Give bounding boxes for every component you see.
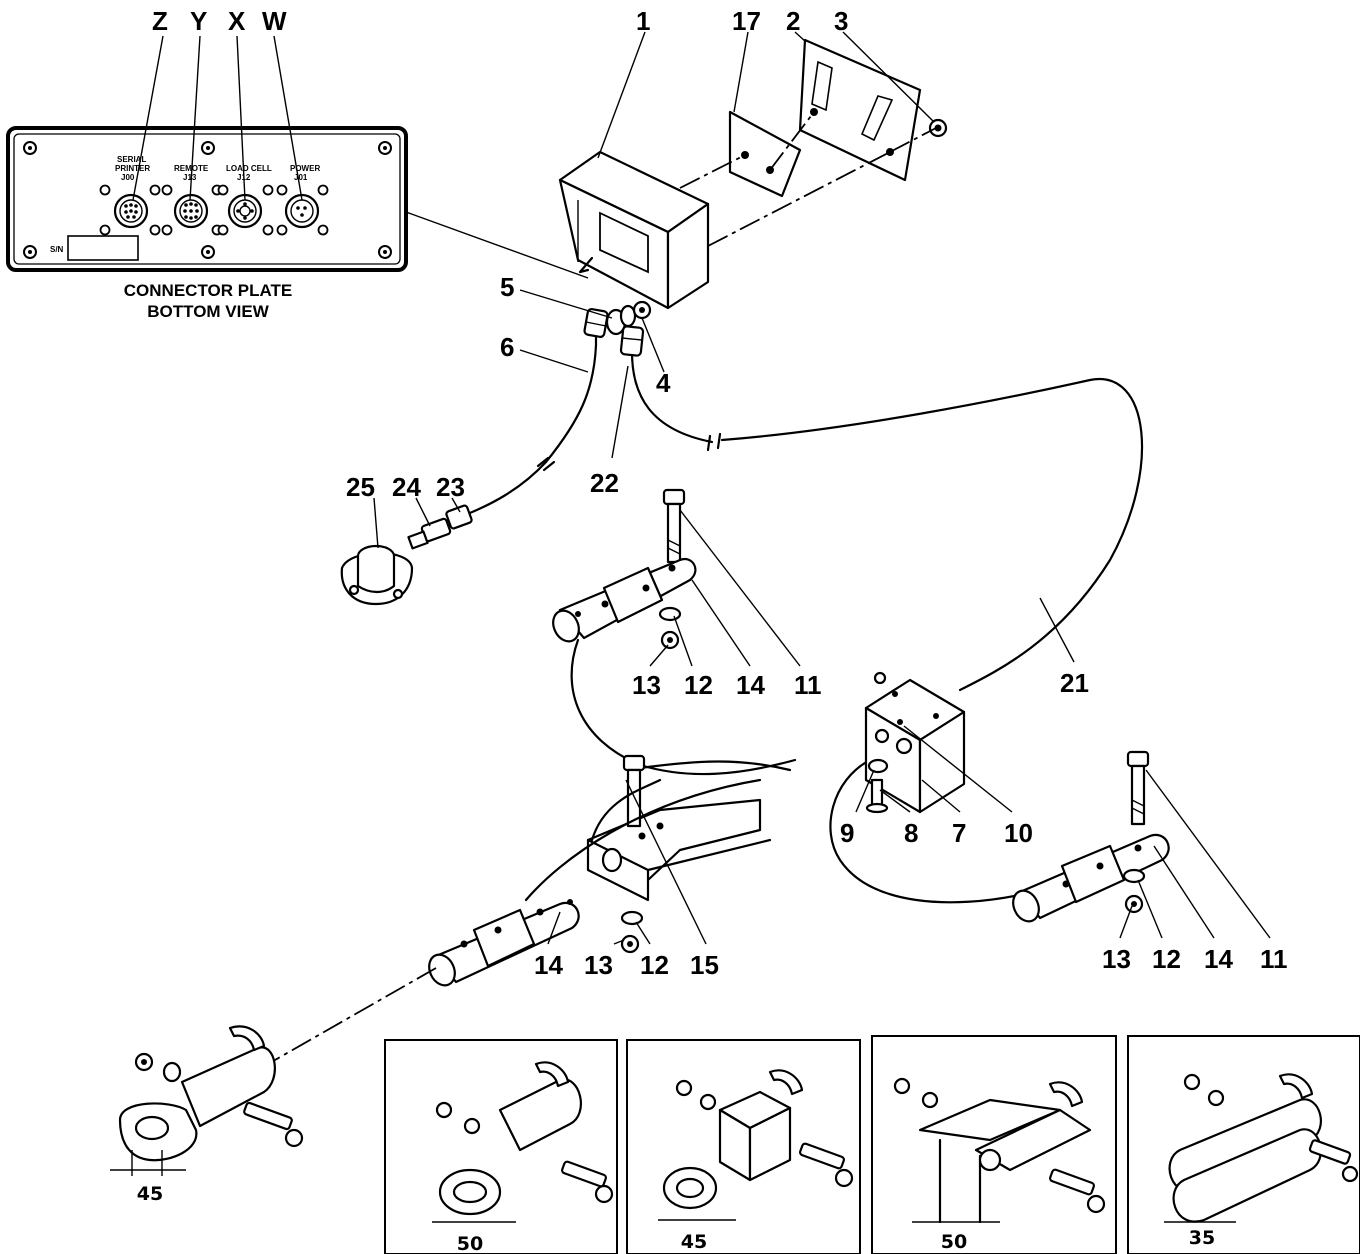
- plate-label-j13: J13: [183, 173, 197, 182]
- cable-breaks: [536, 432, 722, 472]
- callout-13-right: 13: [1102, 944, 1131, 974]
- letter-z: Z: [152, 6, 168, 36]
- connector-j00: [113, 193, 149, 229]
- connector-plate: SERIAL PRINTER J00 REMOTE J13 LOAD CELL …: [6, 126, 408, 272]
- connector-j01: [284, 193, 320, 229]
- dimension-variant-1: 50: [457, 1233, 483, 1254]
- boom-tip: [524, 754, 772, 902]
- dimension-variant-3: 50: [941, 1231, 967, 1253]
- pin-centerline: [267, 967, 437, 1065]
- callout-11-right: 11: [1260, 944, 1288, 974]
- callout-14-right: 14: [1204, 944, 1233, 974]
- callout-24: 24: [392, 472, 421, 502]
- serial-number-box: [67, 235, 139, 261]
- callout-6: 6: [500, 332, 514, 362]
- callout-13-upper: 13: [632, 670, 661, 700]
- plate-label-power: POWER: [290, 164, 320, 173]
- callout-25: 25: [346, 472, 375, 502]
- dimension-variant-2: 45: [681, 1231, 707, 1253]
- plate-label-j00: J00: [121, 173, 135, 182]
- callout-21: 21: [1060, 668, 1089, 698]
- callout-9: 9: [840, 818, 854, 848]
- plate-label-load-cell: LOAD CELL: [226, 164, 272, 173]
- variant-box-3: [871, 1035, 1117, 1254]
- plate-label-serial: SERIAL: [117, 155, 146, 164]
- dim-main: [110, 1150, 186, 1176]
- rod-end-main: [118, 1025, 304, 1162]
- letter-x: X: [228, 6, 246, 36]
- display-housing: [558, 150, 710, 310]
- variant-box-4: [1127, 1035, 1360, 1254]
- dimension-main: 45: [137, 1183, 163, 1205]
- variant-box-1: [384, 1039, 618, 1254]
- callout-14-upper: 14: [736, 670, 765, 700]
- callout-12-right: 12: [1152, 944, 1181, 974]
- callout-13-lower: 13: [584, 950, 613, 980]
- load-pin-upper: [552, 488, 697, 650]
- callout-5: 5: [500, 272, 514, 302]
- callout-10: 10: [1004, 818, 1033, 848]
- load-pin-lower: [428, 899, 644, 987]
- plate-caption-2: BOTTOM VIEW: [147, 302, 269, 321]
- dimension-variant-4: 35: [1189, 1227, 1215, 1249]
- connector-j13: [173, 193, 209, 229]
- callout-11-upper: 11: [794, 670, 822, 700]
- plate-label-j01: J01: [294, 173, 308, 182]
- callout-23: 23: [436, 472, 465, 502]
- plate-label-sn: S/N: [50, 245, 64, 254]
- callout-22: 22: [590, 468, 619, 498]
- load-pin-right: [1012, 750, 1170, 923]
- callout-15: 15: [690, 950, 719, 980]
- callout-3: 3: [834, 6, 848, 36]
- plate-label-printer: PRINTER: [115, 164, 150, 173]
- callout-12-lower: 12: [640, 950, 669, 980]
- assembly-centerlines: [679, 111, 937, 247]
- variant-box-2: [626, 1039, 861, 1254]
- letter-w: W: [262, 6, 287, 36]
- letter-y: Y: [190, 6, 207, 36]
- callout-14-lower: 14: [534, 950, 563, 980]
- plate-caption-1: CONNECTOR PLATE: [124, 281, 292, 300]
- callout-1: 1: [636, 6, 650, 36]
- callout-2: 2: [786, 6, 800, 36]
- callout-7: 7: [952, 818, 966, 848]
- callout-12-upper: 12: [684, 670, 713, 700]
- connector-leaders: [132, 35, 589, 279]
- mounting-bracket: [728, 110, 802, 198]
- cable-plugs: [583, 307, 645, 357]
- sensor-assembly: [340, 504, 473, 606]
- callout-17: 17: [732, 6, 761, 36]
- junction-box: [864, 671, 966, 814]
- callout-8: 8: [904, 818, 918, 848]
- nut: [928, 118, 948, 138]
- callout-4: 4: [656, 368, 671, 398]
- back-plate: [798, 38, 922, 182]
- callout-leaders: [373, 31, 1271, 945]
